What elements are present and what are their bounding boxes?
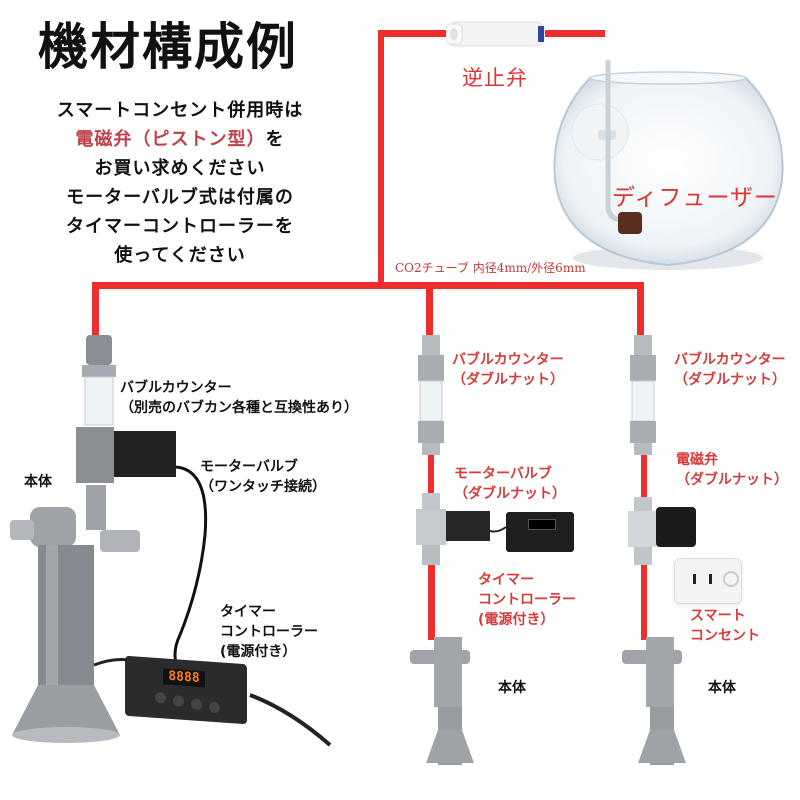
pipe-top-left [378,30,450,37]
controller-display-small [528,519,556,530]
timer-controller-middle [506,512,574,552]
pipe-right-lower [641,560,647,640]
right-solenoid-label: 電磁弁 （ダブルナット） [676,452,788,488]
middle-motor-valve-label: モーターバルブ （ダブルナット） [454,466,566,502]
pipe-drop-right [637,282,644,342]
right-setup-illustration [622,335,696,765]
right-smart-outlet-label: スマート コンセント [690,608,760,644]
controller-button-3 [191,698,202,711]
tube-spec-label: CO2チューブ 内径4mm/外径6mm [395,261,586,275]
intro-highlight: 電磁弁（ピストン型） [75,129,266,150]
intro-line-6: 使ってください [114,245,246,266]
diffuser-label: ディフューザー [612,185,778,211]
pipe-middle-lower [428,565,435,640]
left-body-label: 本体 [24,474,52,490]
intro-line-3: お買い求めください [94,158,266,179]
pipe-top-right [545,30,605,37]
intro-text: スマートコンセント併用時は 電磁弁（ピストン型）を お買い求めください モーター… [20,96,340,270]
intro-line-4: モーターバルブ式は付属の [66,187,294,208]
pipe-right-upper [641,452,647,497]
controller-button-2 [173,695,184,707]
smart-plug-icon [674,558,742,604]
intro-line-5: タイマーコントローラーを [66,216,294,237]
controller-display: 8888 [163,668,205,688]
intro-line-1: スマートコンセント併用時は [56,100,304,121]
timer-controller-left: 8888 [125,655,247,725]
middle-bubble-counter-label: バブルカウンター （ダブルナット） [452,352,564,388]
controller-button-1 [155,691,166,704]
page-title: 機材構成例 [38,17,298,76]
left-timer-label: タイマー コントローラー (電源付き） [220,604,318,660]
power-button-icon [723,571,739,587]
middle-timer-label: タイマー コントローラー (電源付き） [478,572,576,628]
aquarium-bowl-icon [553,60,784,270]
right-body-label: 本体 [708,680,736,696]
middle-setup-illustration [410,335,507,765]
check-valve-icon [446,21,545,47]
left-motor-valve-label: モーターバルブ （ワンタッチ接続） [200,459,326,495]
right-bubble-counter-label: バブルカウンター （ダブルナット） [674,352,786,388]
left-setup-illustration [10,335,332,747]
middle-body-label: 本体 [498,680,526,696]
pipe-vertical-main [378,30,384,286]
pipe-drop-left [92,282,99,342]
pipe-middle-upper [428,455,434,495]
check-valve-label: 逆止弁 [462,66,528,90]
intro-line-2: 電磁弁（ピストン型）を [75,129,285,150]
pipe-drop-middle [426,282,433,342]
left-bubble-counter-label: バブルカウンター （別売のバブカン各種と互換性あり） [120,380,358,416]
controller-button-4 [209,701,220,714]
pipe-horizontal-main [92,282,642,289]
